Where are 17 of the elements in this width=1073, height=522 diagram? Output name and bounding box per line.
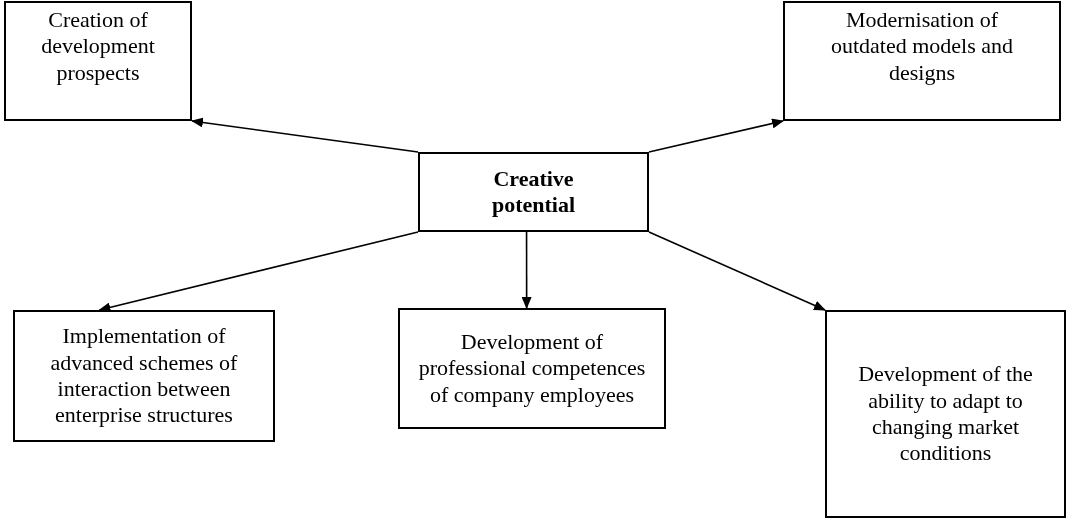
arrow [648, 118, 784, 153]
outcome-box [783, 1, 1061, 121]
box-text: Creation of development prospects [40, 7, 156, 87]
outcome-box [4, 1, 192, 121]
arrow [98, 231, 419, 313]
outcome-box [398, 308, 666, 429]
arrow [191, 117, 419, 153]
outcome-box [825, 310, 1066, 518]
outcome-box [13, 310, 275, 442]
box-text: Development of professional competences of company employees [417, 328, 647, 409]
arrow [521, 231, 532, 309]
arrow [648, 231, 826, 311]
box-text: Modernisation of outdated models and designs [829, 7, 1015, 87]
box-text: Creative potential [490, 165, 577, 219]
box-text: Development of the ability to adapt to changing market conditions [857, 361, 1034, 467]
central-box [418, 152, 649, 232]
box-text: Implementation of advanced schemes of interaction between enterprise structures [49, 323, 239, 429]
